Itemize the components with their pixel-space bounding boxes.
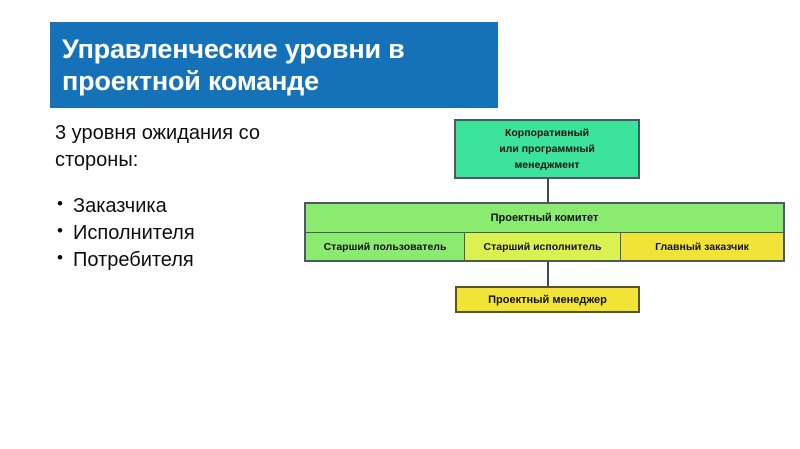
connector-committee-to-manager [547, 262, 549, 286]
list-item: Исполнителя [55, 219, 270, 247]
lead-paragraph: 3 уровня ожидания со стороны: [55, 122, 260, 171]
role-senior-user: Старший пользователь [306, 233, 465, 260]
node-project-committee: Проектный комитет Старший пользователь С… [304, 202, 785, 262]
project-committee-header: Проектный комитет [306, 204, 783, 233]
page-title: Управленческие уровни в проектной команд… [62, 34, 405, 96]
role-executive-label: Главный заказчик [655, 240, 749, 253]
role-senior-supplier: Старший исполнитель [465, 233, 621, 260]
node-corporate-management-label: Корпоративный или программный менеджмент [499, 126, 595, 172]
node-corporate-management: Корпоративный или программный менеджмент [454, 119, 640, 179]
role-executive: Главный заказчик [621, 233, 783, 260]
role-senior-user-label: Старший пользователь [323, 240, 447, 253]
list-item: Потребителя [55, 246, 270, 274]
expectation-bullet-list: Заказчика Исполнителя Потребителя [55, 192, 270, 274]
project-committee-label: Проектный комитет [490, 212, 599, 224]
node-project-manager-label: Проектный менеджер [488, 293, 607, 306]
project-committee-roles-row: Старший пользователь Старший исполнитель… [306, 233, 783, 260]
left-text-column: 3 уровня ожидания со стороны: Заказчика … [55, 120, 270, 274]
list-item: Заказчика [55, 192, 270, 220]
role-senior-supplier-label: Старший исполнитель [483, 240, 602, 253]
node-project-manager: Проектный менеджер [455, 286, 640, 313]
connector-corporate-to-committee [547, 179, 549, 202]
slide-title-banner: Управленческие уровни в проектной команд… [50, 22, 498, 108]
